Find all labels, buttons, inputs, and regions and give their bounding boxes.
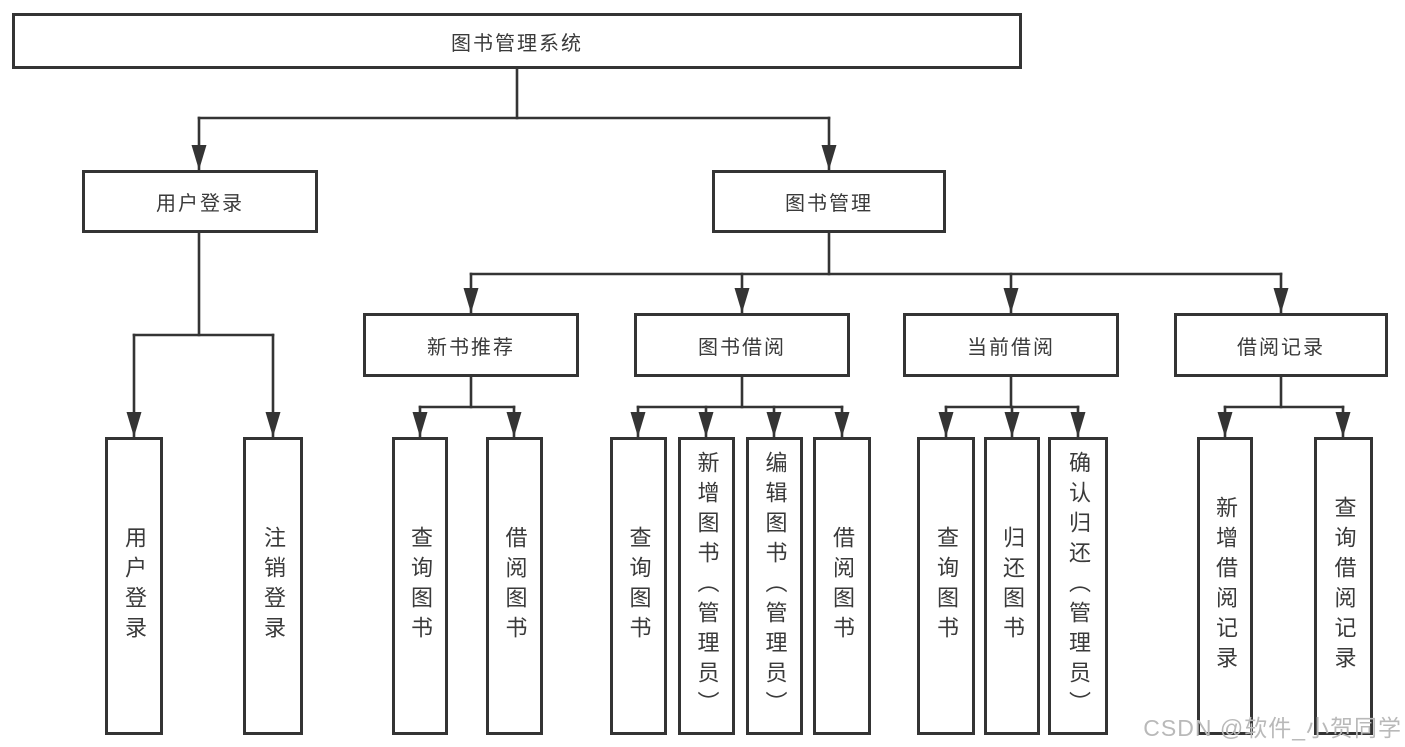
node-leaf-add-borrow-record: 新增借阅记录 xyxy=(1197,437,1253,735)
node-book-borrowing: 图书借阅 xyxy=(634,313,850,377)
node-leaf-borrow-books: 借阅图书 xyxy=(813,437,871,735)
node-leaf-confirm-return-admin-label: 确认归还（管理员） xyxy=(1066,451,1091,721)
node-root: 图书管理系统 xyxy=(12,13,1022,69)
node-leaf-borrow-books-recommend: 借阅图书 xyxy=(486,437,543,735)
node-current-borrowing: 当前借阅 xyxy=(903,313,1119,377)
node-leaf-logout: 注销登录 xyxy=(243,437,303,735)
node-leaf-add-books-admin-label: 新增图书（管理员） xyxy=(694,451,720,721)
node-leaf-return-books: 归还图书 xyxy=(984,437,1040,735)
node-current-borrowing-label: 当前借阅 xyxy=(967,336,1055,359)
node-leaf-query-books-borrowing: 查询图书 xyxy=(610,437,667,735)
node-leaf-user-login-label: 用户登录 xyxy=(122,526,147,646)
node-leaf-query-books-current: 查询图书 xyxy=(917,437,975,735)
node-leaf-return-books-label: 归还图书 xyxy=(1000,526,1025,646)
node-user-login-group: 用户登录 xyxy=(82,170,318,233)
node-leaf-query-books-recommend-label: 查询图书 xyxy=(408,526,433,646)
node-new-book-recommend: 新书推荐 xyxy=(363,313,579,377)
node-leaf-borrow-books-recommend-label: 借阅图书 xyxy=(502,526,528,646)
node-borrow-records-label: 借阅记录 xyxy=(1237,336,1325,359)
node-leaf-query-books-borrowing-label: 查询图书 xyxy=(626,526,652,646)
node-leaf-edit-books-admin-label: 编辑图书（管理员） xyxy=(762,451,788,721)
node-leaf-query-books-recommend: 查询图书 xyxy=(392,437,448,735)
node-leaf-add-books-admin: 新增图书（管理员） xyxy=(678,437,735,735)
node-leaf-add-borrow-record-label: 新增借阅记录 xyxy=(1213,496,1238,676)
node-root-label: 图书管理系统 xyxy=(451,32,583,55)
node-leaf-confirm-return-admin: 确认归还（管理员） xyxy=(1048,437,1108,735)
node-user-login-group-label: 用户登录 xyxy=(156,193,244,215)
node-leaf-edit-books-admin: 编辑图书（管理员） xyxy=(746,437,803,735)
node-leaf-user-login: 用户登录 xyxy=(105,437,163,735)
node-book-management: 图书管理 xyxy=(712,170,946,233)
node-leaf-logout-label: 注销登录 xyxy=(261,526,286,646)
node-leaf-borrow-books-label: 借阅图书 xyxy=(830,526,855,646)
node-leaf-query-books-current-label: 查询图书 xyxy=(934,526,959,646)
node-borrow-records: 借阅记录 xyxy=(1174,313,1388,377)
node-book-management-label: 图书管理 xyxy=(785,193,873,215)
node-leaf-query-borrow-record: 查询借阅记录 xyxy=(1314,437,1373,735)
node-new-book-recommend-label: 新书推荐 xyxy=(427,336,515,359)
node-leaf-query-borrow-record-label: 查询借阅记录 xyxy=(1331,496,1357,676)
node-book-borrowing-label: 图书借阅 xyxy=(698,336,786,359)
